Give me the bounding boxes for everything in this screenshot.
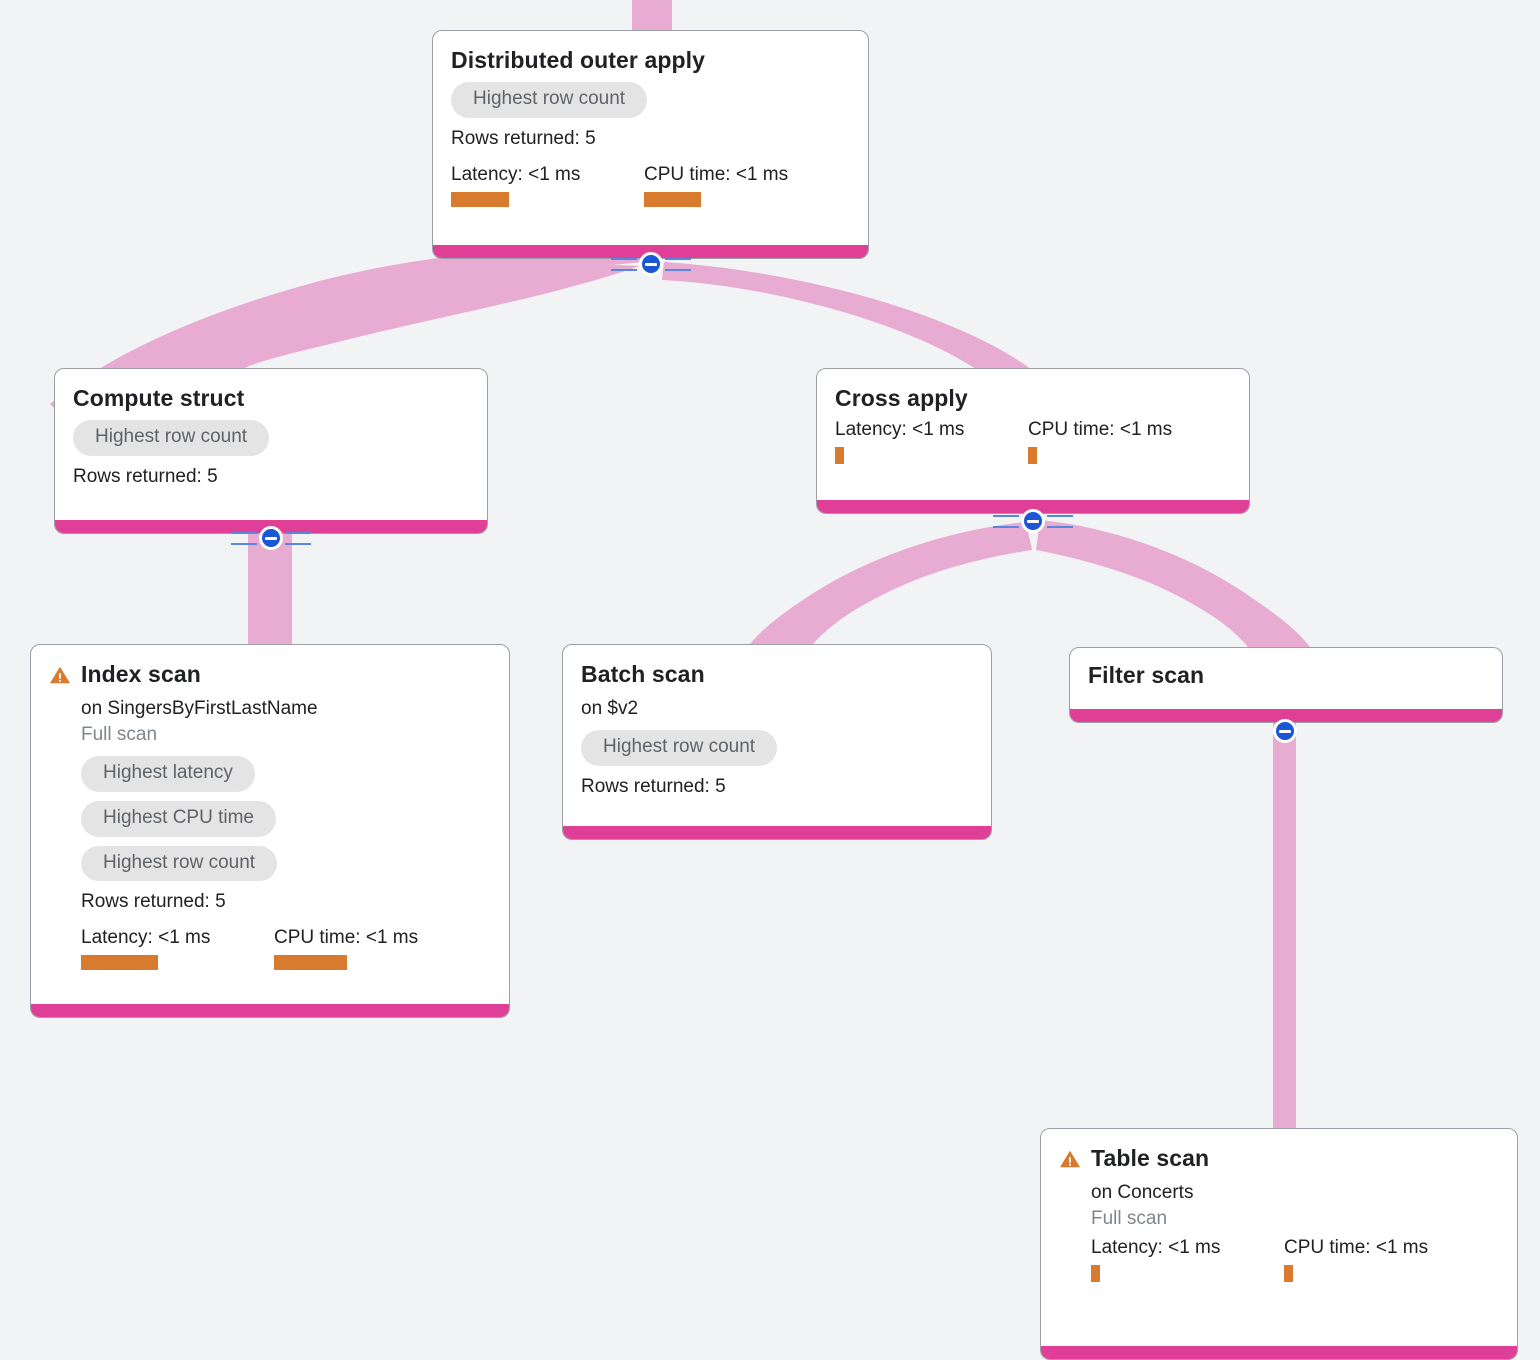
metric-cpu: CPU time: <1 ms <box>274 927 419 971</box>
metric-latency-label: Latency: <1 ms <box>451 164 581 186</box>
metrics-row: Latency: <1 ms CPU time: <1 ms <box>81 927 491 971</box>
node-scan-note: Full scan <box>81 724 158 746</box>
minus-icon <box>645 263 657 266</box>
metric-cpu-bar <box>1028 447 1037 465</box>
warning-icon <box>1059 1150 1081 1168</box>
node-scan-note: Full scan <box>1091 1208 1168 1230</box>
node-distributed-outer-apply[interactable]: Distributed outer apply Highest row coun… <box>432 30 869 259</box>
node-accent-bar <box>1070 709 1502 722</box>
node-body: Filter scan <box>1070 648 1502 709</box>
node-body: Table scan on Concerts Full scan Latency… <box>1041 1129 1517 1346</box>
node-accent-bar <box>817 500 1249 513</box>
minus-icon <box>265 537 277 540</box>
metric-latency-label: Latency: <1 ms <box>835 419 965 441</box>
rows-returned: Rows returned: 5 <box>73 466 218 488</box>
collapse-toggle-distributed-outer-apply[interactable] <box>611 249 691 279</box>
toggle-rail-left <box>231 532 257 545</box>
node-index-scan[interactable]: Index scan on SingersByFirstLastName Ful… <box>30 644 510 1018</box>
rows-returned: Rows returned: 5 <box>451 128 596 150</box>
minus-icon <box>1279 730 1291 733</box>
collapse-toggle-cross-apply[interactable] <box>993 506 1073 536</box>
node-body: Distributed outer apply Highest row coun… <box>433 31 868 245</box>
node-accent-bar <box>433 245 868 258</box>
node-header: Index scan <box>49 661 491 687</box>
toggle-rail-left <box>611 258 637 271</box>
metric-cpu-bar <box>1284 1264 1293 1282</box>
toggle-rail-right <box>665 258 691 271</box>
node-subtitle: on Concerts <box>1091 1182 1194 1204</box>
metric-latency-label: Latency: <1 ms <box>81 927 211 949</box>
metric-cpu-label: CPU time: <1 ms <box>1028 419 1173 441</box>
badge-highest-row-count: Highest row count <box>451 82 648 119</box>
edge-cross-apply-to-batch-scan <box>762 526 1030 654</box>
node-body: Cross apply Latency: <1 ms CPU time: <1 … <box>817 369 1249 500</box>
node-body: Batch scan on $v2 Highest row count Rows… <box>563 645 991 826</box>
warning-icon <box>49 666 71 684</box>
badge-highest-row-count: Highest row count <box>581 730 778 766</box>
metric-latency-bar <box>1091 1264 1100 1282</box>
node-cross-apply[interactable]: Cross apply Latency: <1 ms CPU time: <1 … <box>816 368 1250 514</box>
node-subtitle: on SingersByFirstLastName <box>81 698 318 720</box>
metrics-row: Latency: <1 ms CPU time: <1 ms <box>451 164 850 208</box>
node-header: Table scan <box>1059 1145 1499 1171</box>
metric-latency-bar <box>81 955 158 971</box>
metric-latency-bar <box>451 192 509 208</box>
node-header: Cross apply <box>835 385 1231 411</box>
badge-highest-row-count: Highest row count <box>73 420 270 457</box>
metric-cpu: CPU time: <1 ms <box>1284 1237 1428 1282</box>
badge-highest-latency: Highest latency <box>81 755 255 792</box>
toggle-rail-left <box>993 515 1019 528</box>
node-body: Index scan on SingersByFirstLastName Ful… <box>31 645 509 1004</box>
edge-filter-scan-to-table-scan <box>1273 720 1296 1132</box>
node-title: Table scan <box>1091 1145 1210 1171</box>
node-title: Batch scan <box>581 661 705 687</box>
edge-cross-apply-to-batch-scan-fill <box>742 522 1032 656</box>
node-title: Index scan <box>81 661 201 687</box>
toggle-rail-right <box>285 532 311 545</box>
minus-icon <box>1027 520 1039 523</box>
node-header: Filter scan <box>1088 662 1484 688</box>
badge-highest-cpu-time: Highest CPU time <box>81 800 276 837</box>
metric-cpu-label: CPU time: <1 ms <box>1284 1236 1429 1258</box>
edge-cross-apply-to-filter-scan-fill <box>1036 520 1316 658</box>
node-header: Distributed outer apply <box>451 47 850 73</box>
collapse-toggle-compute-struct[interactable] <box>231 523 311 553</box>
metric-latency: Latency: <1 ms <box>81 927 274 971</box>
node-header: Batch scan <box>581 661 973 687</box>
toggle-rail-right <box>1047 515 1073 528</box>
collapse-toggle-filter-scan[interactable] <box>1270 716 1300 746</box>
metric-cpu-label: CPU time: <1 ms <box>644 164 789 186</box>
node-accent-bar <box>31 1004 509 1017</box>
metric-latency-label: Latency: <1 ms <box>1091 1236 1221 1258</box>
node-filter-scan[interactable]: Filter scan <box>1069 647 1503 723</box>
node-title: Distributed outer apply <box>451 47 706 73</box>
node-header: Compute struct <box>73 385 469 411</box>
node-title: Cross apply <box>835 385 968 411</box>
metric-latency: Latency: <1 ms <box>1091 1237 1284 1282</box>
node-accent-bar <box>563 826 991 839</box>
metrics-row: Latency: <1 ms CPU time: <1 ms <box>1091 1237 1499 1282</box>
node-batch-scan[interactable]: Batch scan on $v2 Highest row count Rows… <box>562 644 992 840</box>
metric-cpu-label: CPU time: <1 ms <box>274 927 419 949</box>
node-subtitle: on $v2 <box>581 698 639 720</box>
metrics-row: Latency: <1 ms CPU time: <1 ms <box>835 419 1231 465</box>
node-compute-struct[interactable]: Compute struct Highest row count Rows re… <box>54 368 488 534</box>
node-title: Filter scan <box>1088 662 1205 688</box>
metric-cpu: CPU time: <1 ms <box>1028 419 1173 465</box>
rows-returned: Rows returned: 5 <box>581 775 726 797</box>
metric-cpu-bar <box>644 192 701 208</box>
badge-highest-row-count: Highest row count <box>81 845 278 882</box>
node-title: Compute struct <box>73 385 245 411</box>
node-body: Compute struct Highest row count Rows re… <box>55 369 487 520</box>
metric-latency: Latency: <1 ms <box>835 419 1028 465</box>
metric-latency-bar <box>835 447 844 465</box>
rows-returned: Rows returned: 5 <box>81 891 226 913</box>
metric-cpu-bar <box>274 955 347 971</box>
metric-latency: Latency: <1 ms <box>451 164 644 208</box>
edge-cross-apply-to-filter-scan <box>1038 524 1298 656</box>
node-table-scan[interactable]: Table scan on Concerts Full scan Latency… <box>1040 1128 1518 1360</box>
node-accent-bar <box>1041 1346 1517 1359</box>
metric-cpu: CPU time: <1 ms <box>644 164 789 208</box>
